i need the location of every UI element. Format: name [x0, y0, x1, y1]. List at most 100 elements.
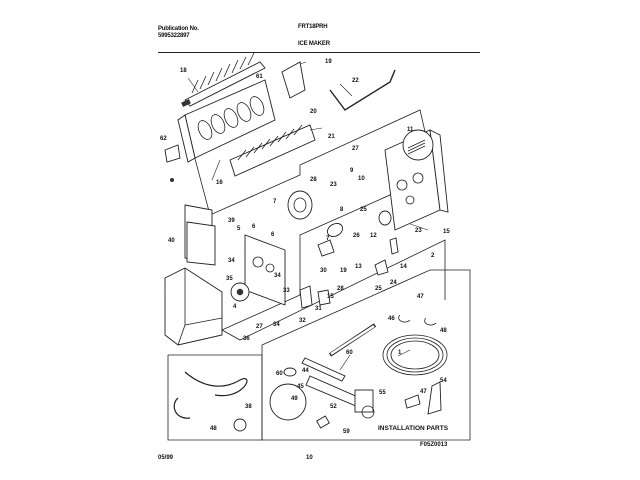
callout-16b: 15: [327, 294, 334, 300]
callout-11: 10: [358, 176, 365, 182]
callout-13: 12: [370, 233, 377, 239]
motor: [287, 190, 313, 220]
connector: [316, 415, 330, 429]
clamp: [398, 314, 411, 323]
callout-labels: 18 61 19 22 20 21 62 16 11 27 10 9 23 28…: [160, 59, 450, 435]
callout-59: 60: [276, 371, 283, 377]
callout-61: 62: [160, 136, 167, 142]
callout-21: 21: [328, 134, 335, 140]
callout-6: 6: [252, 224, 256, 230]
callout-31: 31: [315, 306, 322, 312]
mounting-bracket: [281, 61, 306, 99]
screw: [169, 177, 175, 183]
harness-box: [167, 354, 263, 441]
detail-circle: [402, 129, 434, 161]
callout-18: 18: [180, 68, 187, 74]
callout-23b: 23: [415, 228, 422, 234]
callout-8: 7: [326, 236, 330, 242]
clamp: [424, 317, 437, 326]
callout-23: 23: [330, 182, 337, 188]
callout-5: 5: [237, 226, 241, 232]
callout-38: 40: [168, 238, 175, 244]
callout-34b: 34: [274, 273, 281, 279]
callout-45b: 47: [420, 389, 427, 395]
publication-label: Publication No.: [158, 26, 199, 32]
callout-25: 25: [375, 286, 382, 292]
callout-16: 15: [443, 229, 450, 235]
callout-46b: 48: [210, 426, 217, 432]
callout-39: 38: [245, 404, 252, 410]
callout-2: 2: [431, 253, 435, 259]
callout-10: 9: [350, 168, 354, 174]
callout-37: 39: [228, 218, 235, 224]
installation-parts-label: INSTALLATION PARTS: [378, 425, 449, 432]
callout-36: 36: [243, 336, 250, 342]
callout-52: 60: [346, 350, 353, 356]
shield-strip: [301, 357, 346, 382]
callout-27: 26: [353, 233, 360, 239]
callout-60: 61: [256, 74, 263, 80]
water-valve: [305, 375, 375, 419]
callout-14: 13: [355, 264, 362, 270]
callout-29b: 28: [337, 286, 344, 292]
figure-code: F05Z0013: [420, 442, 448, 448]
timing-gear: [230, 282, 250, 302]
callout-34: 34: [228, 258, 235, 264]
callout-28b: 27: [256, 324, 263, 330]
callout-48: 52: [330, 404, 337, 410]
shield: [186, 221, 216, 266]
callout-30: 30: [320, 268, 327, 274]
bracket: [427, 381, 442, 415]
callout-47: 49: [291, 396, 298, 402]
callout-9: 8: [340, 207, 344, 213]
assembly-boundary: [189, 109, 436, 331]
callout-17: 16: [216, 180, 223, 186]
mounting-plate: [244, 234, 286, 306]
callout-40: 44: [302, 368, 309, 374]
callout-19b: 19: [340, 268, 347, 274]
ice-mold: [177, 79, 276, 163]
switch-parts: [299, 210, 399, 309]
footer-date: 05/99: [158, 455, 174, 461]
callout-33: 33: [283, 288, 290, 294]
callout-19: 19: [325, 59, 332, 65]
callout-32: 32: [299, 318, 306, 324]
callout-54: 55: [379, 390, 386, 396]
callout-1: 1: [398, 350, 402, 356]
page-number: 10: [306, 455, 313, 461]
publication-number: 5995322897: [158, 33, 190, 39]
front-cover: [164, 267, 223, 346]
water-tubing: [328, 323, 448, 376]
fitting: [283, 367, 297, 377]
callout-41: 45: [297, 384, 304, 390]
shutoff-arm: [329, 69, 396, 111]
callout-34c: 34: [273, 322, 280, 328]
callout-26: 25: [360, 207, 367, 213]
ejector-blade: [181, 52, 266, 107]
callout-7: 7: [273, 199, 277, 205]
callout-22: 22: [352, 78, 359, 84]
callout-29: 28: [310, 177, 317, 183]
wire-harness: [173, 371, 248, 419]
callout-35: 35: [226, 276, 233, 282]
callout-4: 4: [233, 304, 237, 310]
callout-6b: 6: [271, 232, 275, 238]
model-number: FRT18PRH: [298, 24, 328, 30]
callout-12: 11: [407, 127, 414, 133]
callout-46: 48: [440, 328, 447, 334]
callout-44: 46: [388, 316, 395, 322]
grommet: [233, 418, 247, 432]
detail-circle-fitting: [269, 383, 307, 421]
clip: [404, 394, 421, 409]
section-title: ICE MAKER: [298, 41, 330, 47]
callout-55: 59: [343, 429, 350, 435]
callout-20: 20: [310, 109, 317, 115]
stripper: [229, 124, 316, 177]
callout-49: 54: [440, 378, 447, 384]
callout-24: 24: [390, 280, 397, 286]
callout-45: 47: [417, 294, 424, 300]
callout-15: 14: [400, 264, 407, 270]
header-rule: [158, 52, 480, 53]
callout-28: 27: [352, 146, 359, 152]
